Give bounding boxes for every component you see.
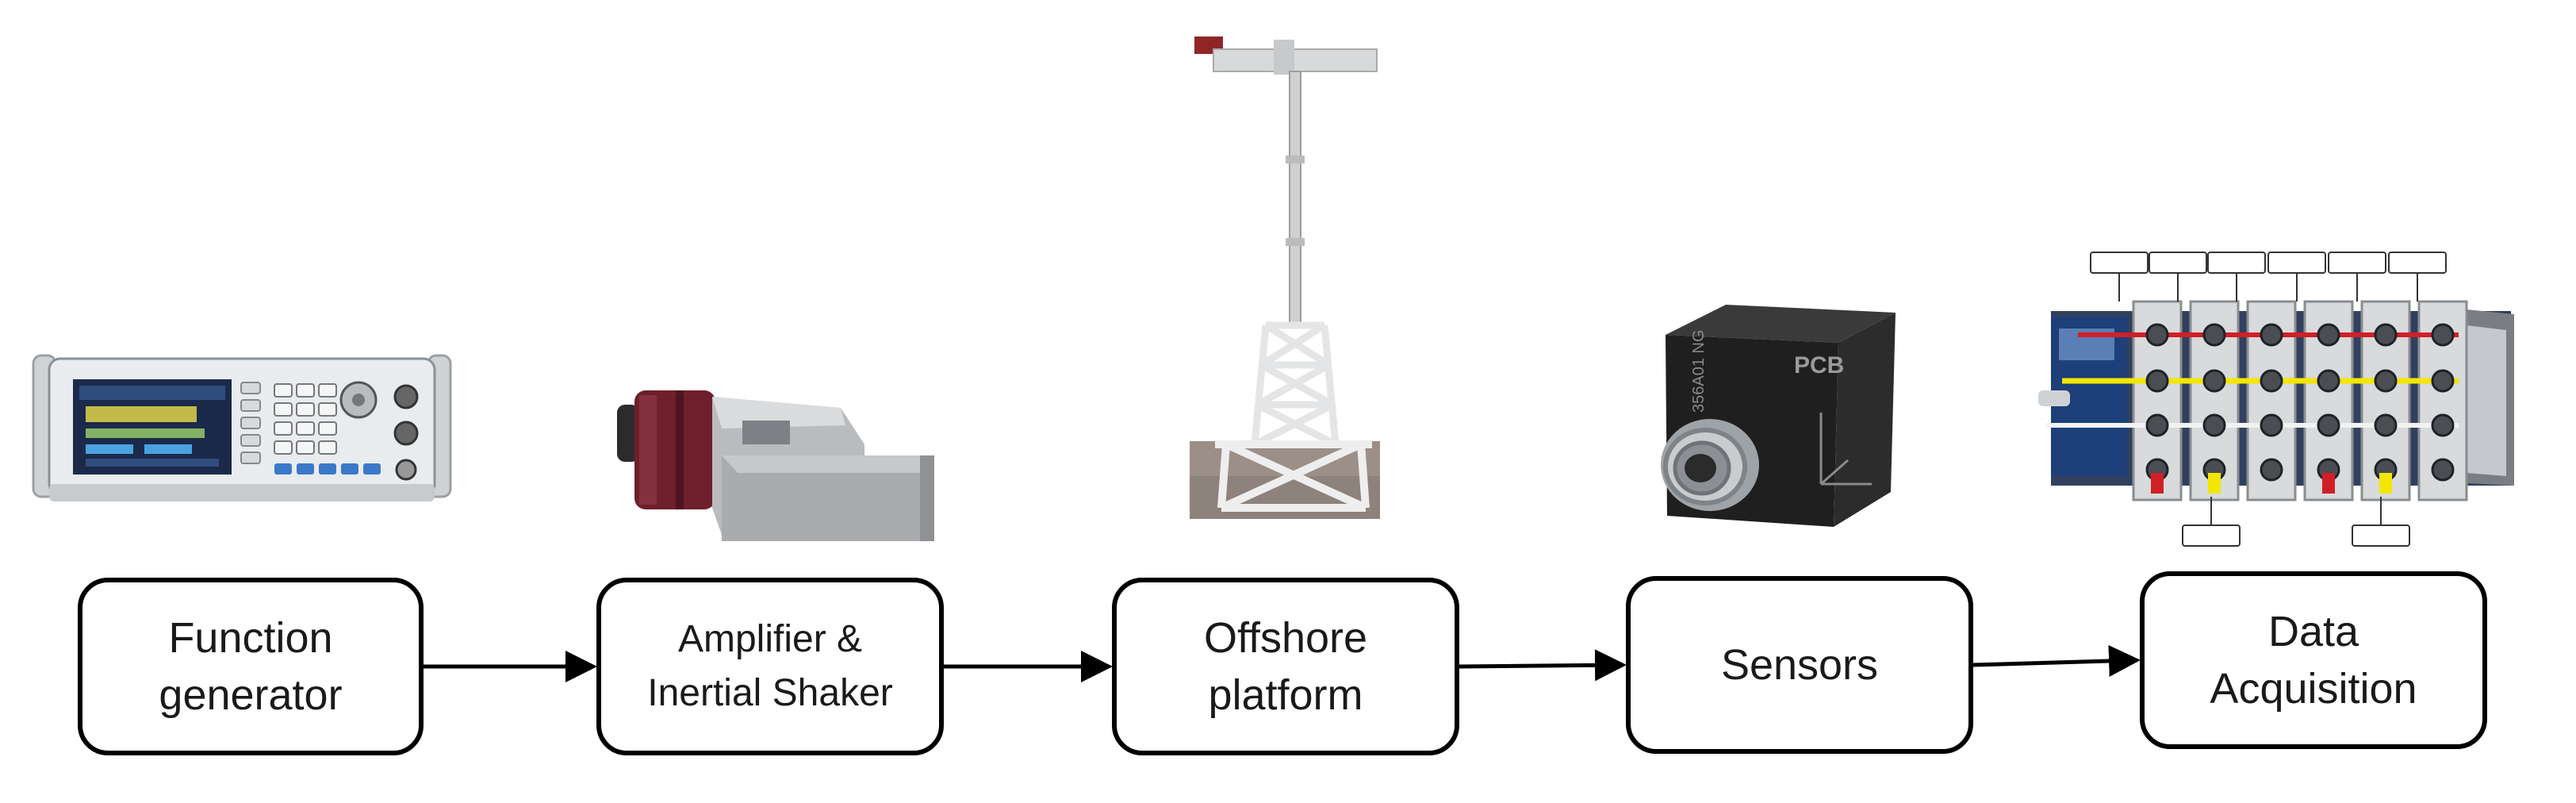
node-amplifier-shaker-line-2: Inertial Shaker bbox=[647, 672, 893, 714]
node-offshore-platform-line-1: Offshore bbox=[1203, 614, 1368, 662]
node-function-generator-line-2: generator bbox=[159, 671, 343, 719]
edge-sensors-to-data-acquisition bbox=[1972, 645, 2141, 678]
node-function-generator: Function generator bbox=[78, 578, 424, 755]
node-offshore-platform: Offshore platform bbox=[1112, 578, 1459, 755]
node-data-acquisition-line-2: Acquisition bbox=[2210, 665, 2417, 713]
node-function-generator-line-1: Function bbox=[168, 614, 333, 662]
node-sensors: Sensors bbox=[1626, 576, 1973, 754]
node-amplifier-shaker-line-1: Amplifier & bbox=[677, 618, 863, 660]
node-data-acquisition: Data Acquisition bbox=[2140, 571, 2487, 749]
node-sensors-line-1: Sensors bbox=[1720, 641, 1879, 689]
node-offshore-platform-line-2: platform bbox=[1208, 671, 1363, 719]
edge-offshore-platform-to-sensors bbox=[1459, 649, 1627, 682]
node-amplifier-shaker: Amplifier & Inertial Shaker bbox=[596, 578, 944, 755]
node-data-acquisition-line-1: Data bbox=[2267, 608, 2359, 655]
